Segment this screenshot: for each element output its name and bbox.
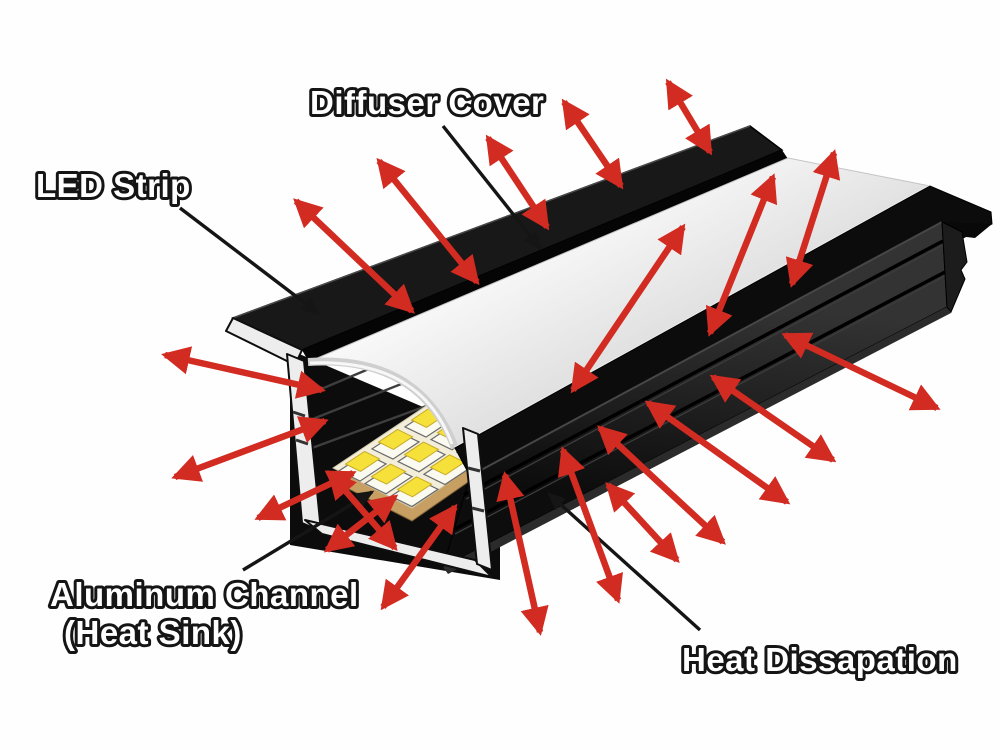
heat-arrow (785, 149, 841, 288)
heat-arrow (161, 346, 326, 399)
front-top-arris (469, 221, 943, 477)
heat-arrow (485, 134, 550, 231)
heat-arrow (665, 78, 713, 156)
heat-arrow (327, 469, 398, 552)
diffuser-cut-edge-highlight (309, 361, 454, 445)
heat-arrow (293, 198, 415, 314)
front-groove (463, 239, 944, 497)
label-heat-sink: (Heat Sink) (64, 614, 242, 651)
label-diffuser-cover: Diffuser Cover (310, 84, 544, 121)
heat-arrow (558, 446, 623, 604)
heat-arrow (496, 471, 549, 636)
left-wall-notch (292, 410, 306, 418)
heat-arrow (781, 332, 941, 411)
label-aluminum-channel: Aluminum Channel (50, 576, 359, 613)
heat-arrow (171, 416, 329, 482)
heat-arrow (561, 98, 624, 190)
label-heat-dissipation: Heat Dissapation (682, 641, 958, 678)
heat-arrows (161, 78, 941, 636)
near-wall-notch (471, 506, 485, 513)
leader-line-led-strip (178, 206, 321, 315)
heat-arrow (570, 223, 686, 394)
labels: Diffuser Cover LED Strip Aluminum Channe… (33, 81, 960, 681)
front-groove-highlight (465, 244, 944, 500)
heat-arrow (605, 482, 680, 563)
heat-arrow (705, 173, 778, 337)
leader-line-heat-dissipation (546, 492, 702, 632)
heat-arrow (376, 157, 480, 286)
label-led-strip: LED Strip (36, 167, 191, 204)
near-wall-cut (462, 427, 493, 571)
channel-end-face (941, 221, 968, 313)
far-flange-lip (302, 150, 790, 364)
heat-arrow (380, 503, 458, 611)
near-wall-notch (467, 466, 481, 473)
